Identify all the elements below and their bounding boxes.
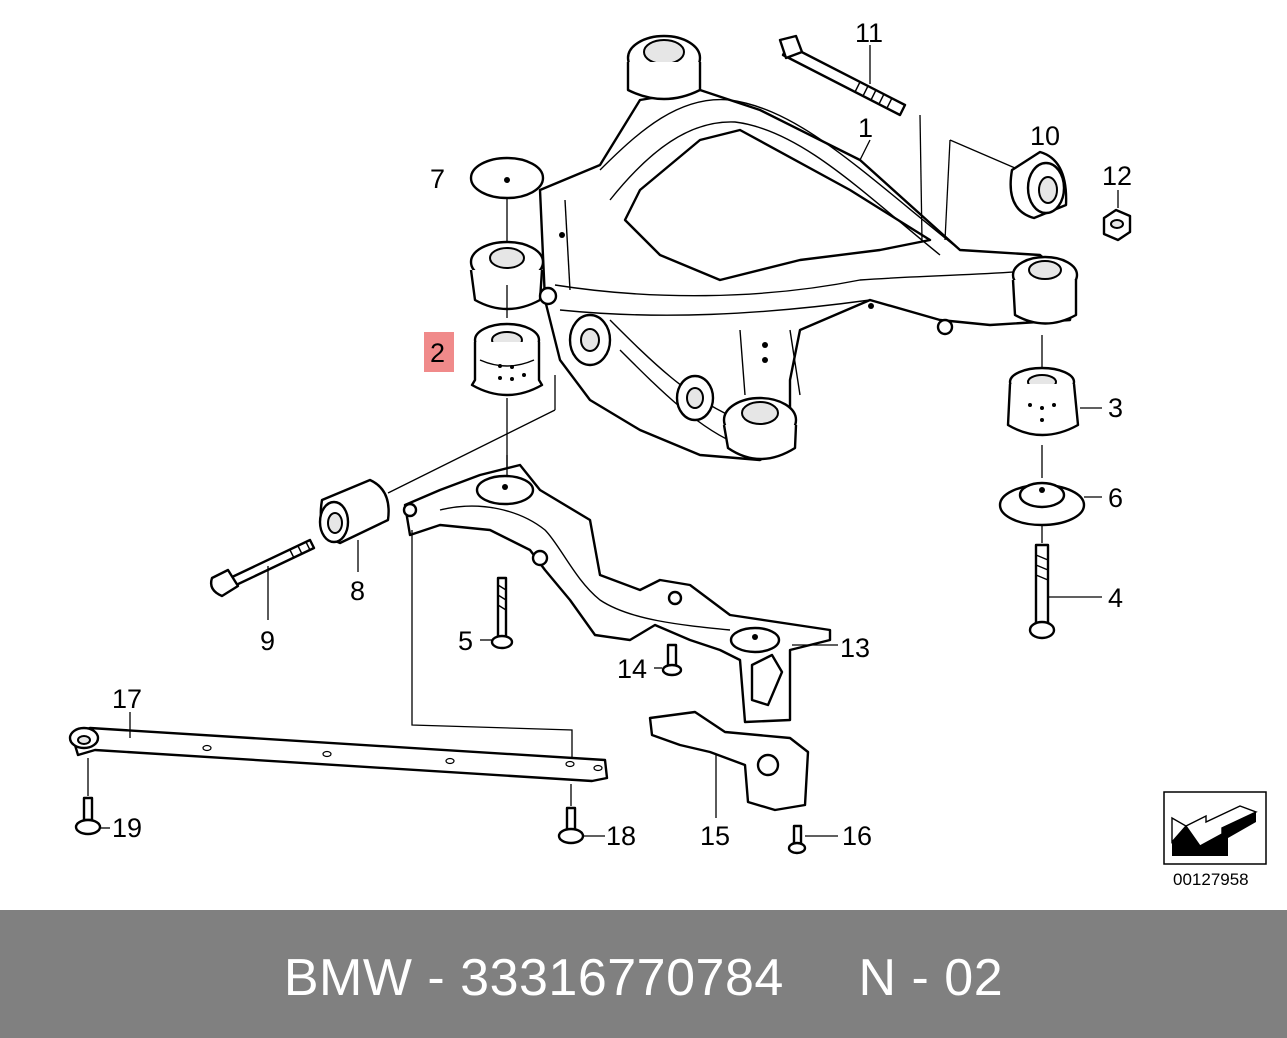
callout-10: 10 <box>1030 121 1060 151</box>
callout-16: 16 <box>842 821 872 851</box>
support-washer <box>998 445 1102 527</box>
part-number-caption: BMW - 33316770784 N - 02 <box>283 949 1004 1007</box>
bushing-10 <box>944 139 1068 241</box>
callouts: 1 2 3 4 5 6 7 8 9 10 11 12 13 14 15 16 1… <box>112 18 1132 851</box>
nut-12 <box>1102 190 1132 242</box>
lower-bracket <box>402 463 838 724</box>
callout-19: 19 <box>112 813 142 843</box>
bolt-19 <box>74 758 110 836</box>
bolt-9 <box>209 538 316 620</box>
callout-9: 9 <box>260 626 275 656</box>
long-bolt-11 <box>778 34 923 241</box>
mount-cap <box>469 156 545 242</box>
bolt-14 <box>654 643 683 677</box>
callout-6: 6 <box>1108 483 1123 513</box>
bolt-4 <box>1028 525 1102 640</box>
callout-15: 15 <box>700 821 730 851</box>
diagram-id: 00127958 <box>1173 870 1249 889</box>
bolt-18 <box>557 784 605 845</box>
callout-4: 4 <box>1108 583 1123 613</box>
callout-11: 11 <box>855 18 883 48</box>
highlight-box <box>424 332 454 372</box>
callout-3: 3 <box>1108 393 1123 423</box>
callout-14: 14 <box>617 654 647 684</box>
callout-7: 7 <box>430 164 445 194</box>
callout-1: 1 <box>858 113 873 143</box>
direction-indicator: 00127958 <box>1163 791 1267 889</box>
callout-18: 18 <box>606 821 636 851</box>
rubber-mount <box>470 285 544 480</box>
rubber-mount-right <box>1006 335 1102 437</box>
parts-diagram: 1 2 3 4 5 6 7 8 9 10 11 12 13 14 15 16 1… <box>68 18 1267 889</box>
rear-axle-carrier <box>469 34 1079 462</box>
bushing-8 <box>318 375 556 572</box>
callout-5: 5 <box>458 626 473 656</box>
screw-16 <box>787 824 838 855</box>
callout-13: 13 <box>840 633 870 663</box>
heat-shield <box>648 710 810 818</box>
callout-17: 17 <box>112 684 142 714</box>
tension-strut <box>68 712 609 783</box>
callout-2: 2 <box>430 338 445 368</box>
arrow-icon <box>1171 805 1258 856</box>
callout-12: 12 <box>1102 161 1132 191</box>
callout-8: 8 <box>350 576 365 606</box>
footer-bar: BMW - 33316770784 N - 02 <box>0 910 1287 1038</box>
bolt-5 <box>480 576 514 650</box>
